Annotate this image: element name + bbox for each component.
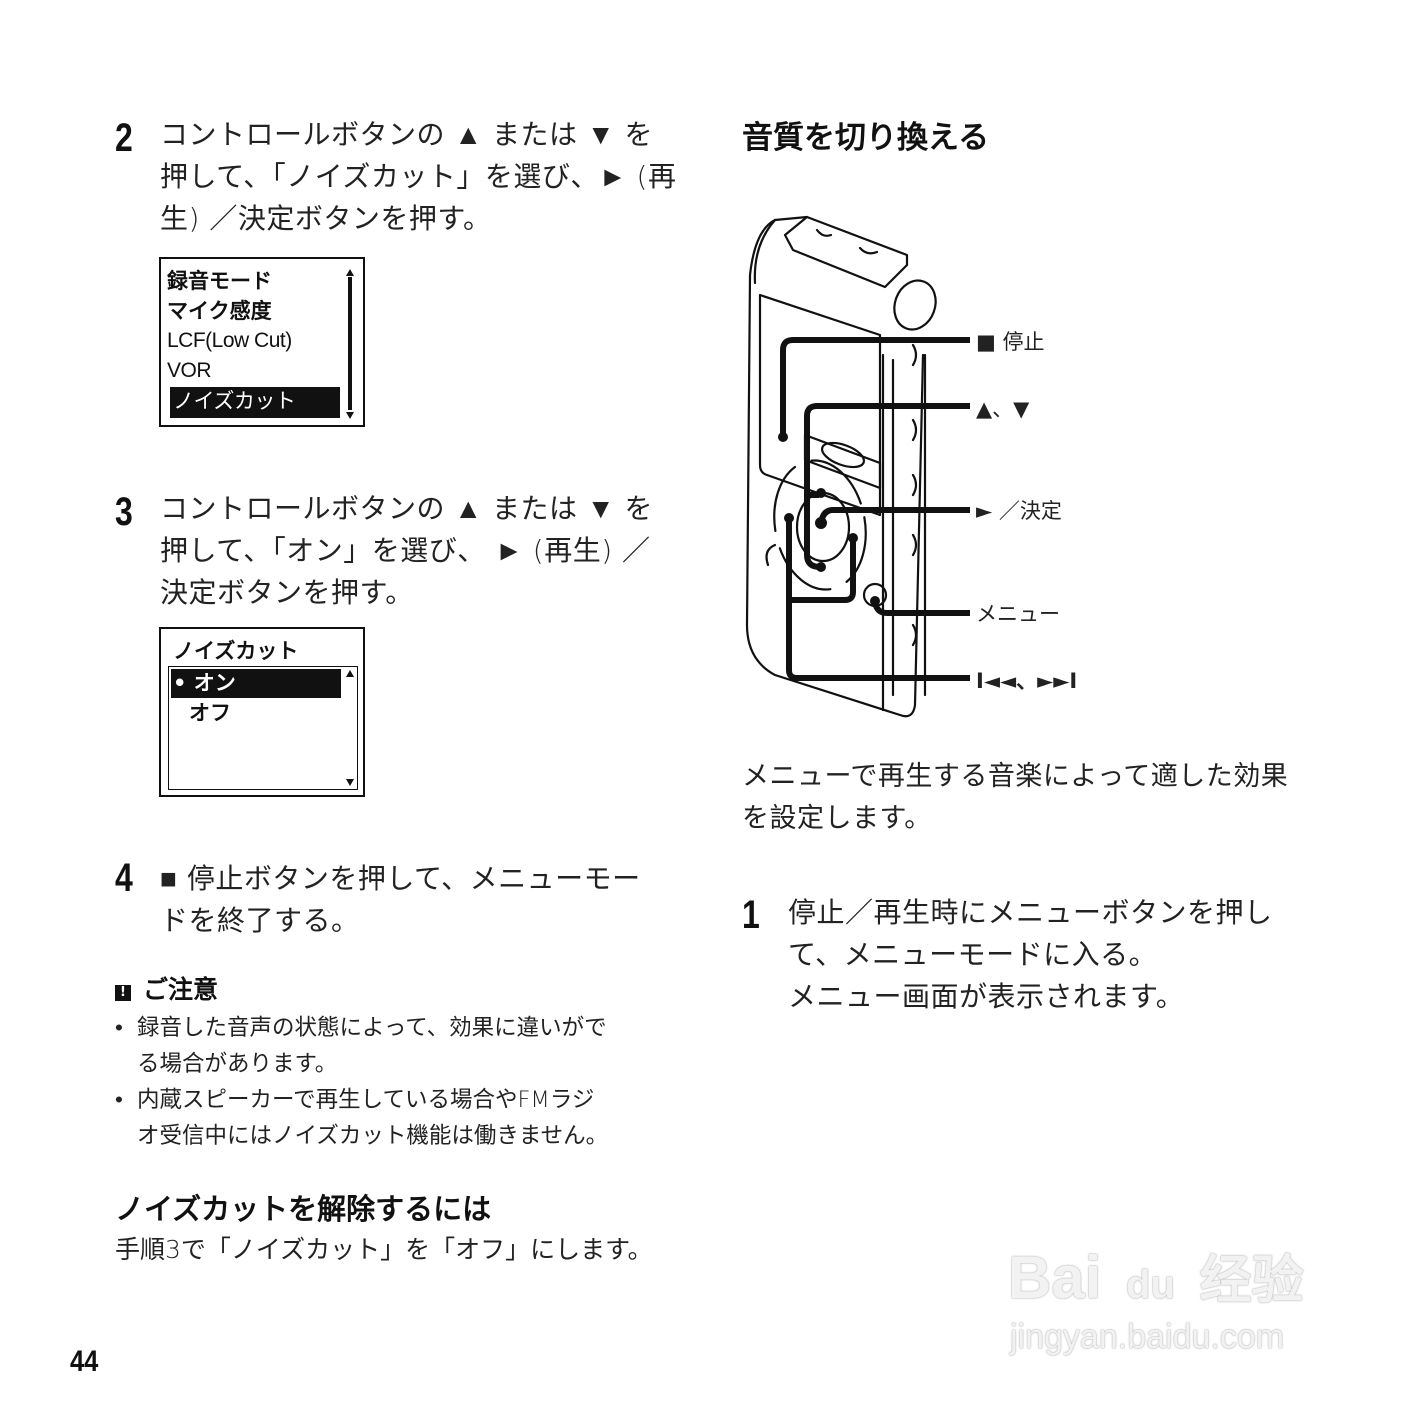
step-number-4: 4 (115, 856, 133, 900)
lcd-scrollbar (345, 670, 355, 788)
lcd-scrollbar (345, 269, 355, 419)
scroll-up-arrow-icon (346, 670, 354, 677)
page-number: 44 (70, 1345, 99, 1378)
callout-up-down-label: ▲、▼ (976, 397, 1030, 421)
callout-menu-label: メニュー (976, 602, 1060, 626)
step-2-text: コントロールボタンの ▲ または ▼ を 押して、「ノイズカット」を選び、► (… (160, 114, 700, 240)
note-bullet-1: 録音した音声の状態によって、効果に違いがで る場合があります。 (115, 1010, 717, 1082)
step-2-line-1: コントロールボタンの ▲ または ▼ を (160, 118, 654, 151)
leader-up-down (804, 403, 970, 570)
step-1-line-2: て、メニューモードに入る。 (788, 938, 1158, 971)
leader-play-enter (818, 507, 970, 524)
step-4-line-2: ドを終了する。 (160, 904, 360, 937)
scroll-down-arrow-icon (346, 412, 354, 419)
lcd-menu-item-noise-cut-selected: ノイズカット (170, 387, 340, 418)
callout-play-enter-label: ► ／決定 (976, 499, 1062, 523)
intro-text: メニューで再生する音楽によって適した効果 を設定します。 (742, 761, 1289, 834)
step-number-1: 1 (742, 893, 760, 937)
step-number-3: 3 (115, 490, 133, 534)
note-title: ご注意 (143, 975, 219, 1004)
paw-icon: du (1126, 1263, 1175, 1307)
lcd-menu-screen: 録音モード マイク感度 LCF(Low Cut) VOR ノイズカット (159, 257, 365, 427)
baidu-watermark-logo: Bai du 经验 (1008, 1244, 1304, 1311)
step-1-sub: メニュー画面が表示されます。 (788, 980, 1185, 1013)
lcd-menu-item-vor: VOR (167, 359, 212, 382)
callout-skip-label: I◄◄、►►I (976, 669, 1078, 693)
lcd-title-noise-cut: ノイズカット (173, 639, 299, 663)
lcd-option-on-selected: • オン (171, 669, 341, 698)
note-bullet-2: 内蔵スピーカーで再生している場合やFMラジ オ受信中にはノイズカット機能は働きま… (115, 1082, 717, 1154)
scroll-down-arrow-icon (346, 779, 354, 786)
cancel-body: 手順3で「ノイズカット」を「オフ」にします。 (115, 1235, 653, 1264)
lcd-menu-item-mic-sens: マイク感度 (167, 299, 272, 323)
baidu-watermark-url: jingyan.baidu.com (1010, 1318, 1285, 1356)
microphone-icon (893, 279, 937, 331)
lcd-menu-item-rec-mode: 録音モード (167, 269, 272, 293)
section-title: 音質を切り換える (742, 120, 990, 156)
step-number-2: 2 (115, 116, 133, 160)
leader-menu (872, 600, 970, 616)
scroll-up-arrow-icon (346, 269, 354, 276)
cancel-heading: ノイズカットを解除するには (115, 1192, 492, 1226)
voice-recorder-diagram (745, 215, 970, 718)
lcd-menu-item-lcf: LCF(Low Cut) (167, 329, 292, 352)
step-1-text: 停止／再生時にメニューボタンを押し て、メニューモードに入る。 メニュー画面が表… (788, 892, 1328, 1018)
device-body-outline (745, 218, 925, 718)
step-3-line-2: 押して、「オン」を選び、 ► (再生) ／ (160, 534, 651, 567)
lcd-option-off: オフ (189, 701, 231, 725)
callout-stop-label: ■ 停止 (976, 330, 1045, 354)
step-4-line-1: ■ 停止ボタンを押して、メニューモー (160, 862, 641, 895)
leader-skip (786, 518, 970, 681)
lcd-noise-cut-screen: ノイズカット • オン オフ (159, 627, 365, 797)
step-1-line-1: 停止／再生時にメニューボタンを押し (788, 896, 1273, 929)
exclamation-icon: ! (115, 985, 131, 1001)
leader-stop (780, 337, 970, 437)
step-2-line-2: 押して、「ノイズカット」を選び、► (再 (160, 160, 677, 193)
lcd-option-list: • オン オフ (168, 666, 358, 790)
note-heading: ! ご注意 (115, 970, 218, 1006)
step-3-line-1: コントロールボタンの ▲ または ▼ を (160, 492, 654, 525)
step-2-line-3: 生) ／決定ボタンを押す。 (160, 202, 492, 235)
step-4-text: ■ 停止ボタンを押して、メニューモー ドを終了する。 (160, 858, 700, 942)
step-3-line-3: 決定ボタンを押す。 (160, 576, 414, 609)
step-3-text: コントロールボタンの ▲ または ▼ を 押して、「オン」を選び、 ► (再生)… (160, 488, 700, 614)
